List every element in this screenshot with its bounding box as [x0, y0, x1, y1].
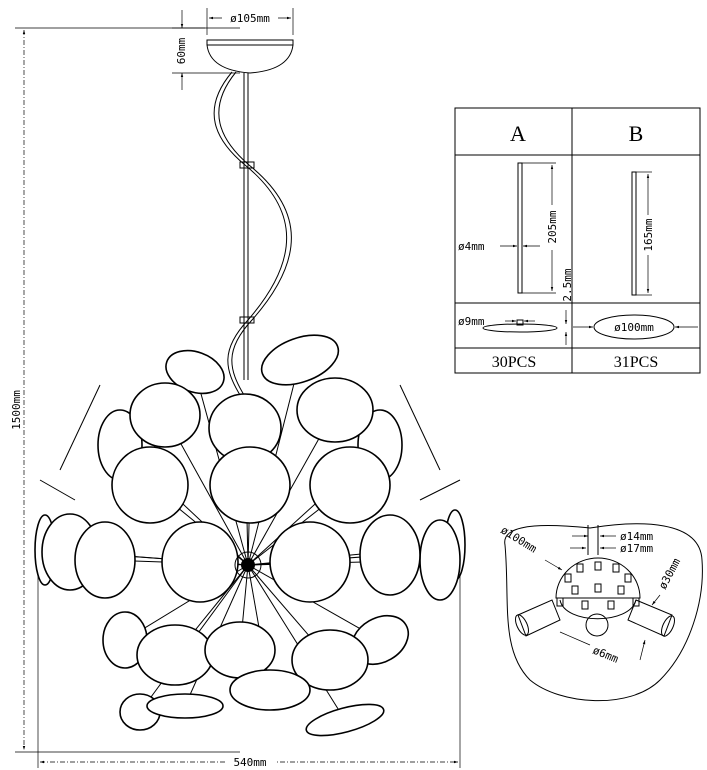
disc-a-hole: ø9mm: [458, 315, 485, 328]
disc-a: [482, 323, 558, 333]
chandelier-discs: [34, 334, 466, 737]
disc: [209, 446, 291, 524]
rod-socket: [556, 597, 564, 607]
rod-hole-label: ø6mm: [591, 644, 621, 666]
stem-inner-label: ø14mm: [620, 530, 653, 543]
disc: [260, 334, 340, 386]
rod-socket: [612, 563, 620, 573]
disc: [136, 624, 214, 686]
parts-table: A B 205mm ø4mm 2.5mm ø9mm 165mm ø100mm 3…: [454, 107, 701, 374]
rod-a-length: 205mm: [546, 210, 559, 243]
rod-socket: [617, 585, 625, 595]
outer-rod: [399, 384, 441, 471]
disc-a-thickness: 2.5mm: [561, 268, 574, 301]
disc: [161, 521, 239, 603]
disc: [309, 446, 391, 524]
rod-socket: [594, 561, 602, 571]
rod-socket: [624, 573, 632, 583]
rod-a: [517, 162, 523, 294]
rod-socket: [632, 597, 640, 607]
disc-b: [593, 314, 675, 340]
rod-socket: [564, 573, 572, 583]
canopy: [206, 39, 294, 74]
stem-outer-label: ø17mm: [620, 542, 653, 555]
disc: [269, 521, 351, 603]
canopy-dimensions: ø105mm 60mm: [172, 8, 294, 90]
rod-b: [631, 171, 637, 296]
socket-diameter-label: ø30mm: [656, 556, 683, 592]
disc: [146, 693, 224, 719]
canopy-height-label: 60mm: [175, 37, 188, 64]
rod-socket: [607, 600, 615, 610]
column-a-quantity: 30PCS: [492, 354, 536, 371]
disc-b-diameter: ø100mm: [614, 321, 654, 334]
width-label: 540mm: [233, 756, 266, 769]
disc: [359, 514, 421, 596]
outer-rod: [59, 384, 101, 471]
disc: [111, 446, 189, 524]
outer-rod: [39, 479, 76, 501]
rod-a-diameter: ø4mm: [458, 240, 485, 253]
outer-rod: [419, 479, 461, 501]
height-label: 1500mm: [10, 390, 23, 430]
rod-socket: [576, 563, 584, 573]
rod-socket: [571, 585, 579, 595]
disc: [419, 519, 461, 601]
canopy-diameter-label: ø105mm: [230, 12, 270, 25]
column-b-header: B: [629, 121, 644, 146]
hub-core: [241, 558, 255, 572]
rod-b-length: 165mm: [642, 218, 655, 251]
suspension-cable: [213, 71, 292, 396]
disc: [129, 382, 201, 448]
rod-socket: [594, 583, 602, 593]
rod-socket: [581, 600, 589, 610]
width-dimension: 540mm: [37, 530, 461, 769]
hub-detail-inset: ø14mm ø17mm ø100mm ø30mm ø6mm: [498, 523, 703, 702]
disc: [305, 703, 385, 737]
rod: [247, 564, 346, 721]
center-hub: [234, 551, 262, 579]
disc: [74, 521, 136, 599]
disc: [291, 629, 369, 691]
column-b-quantity: 31PCS: [614, 354, 658, 371]
column-a-header: A: [510, 121, 526, 146]
disc: [229, 669, 311, 711]
disc: [296, 377, 374, 443]
